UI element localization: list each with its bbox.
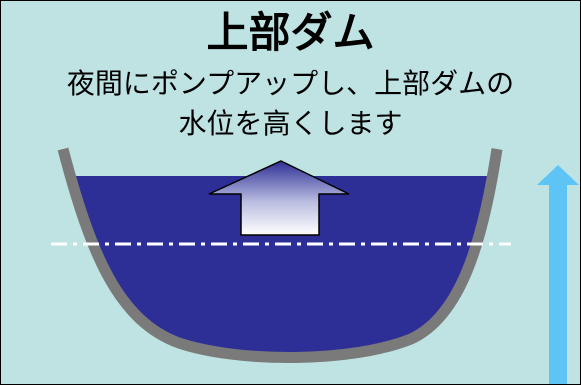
caption-line-1: 夜間にポンプアップし、上部ダムの [66, 67, 515, 100]
diagram-title: 上部ダム [206, 8, 375, 57]
water-rise-arrow-icon [208, 160, 350, 236]
level-up-arrow-icon [537, 165, 579, 384]
caption-line-2: 水位を高くします [178, 107, 403, 140]
dam-basin-wall [57, 147, 503, 363]
